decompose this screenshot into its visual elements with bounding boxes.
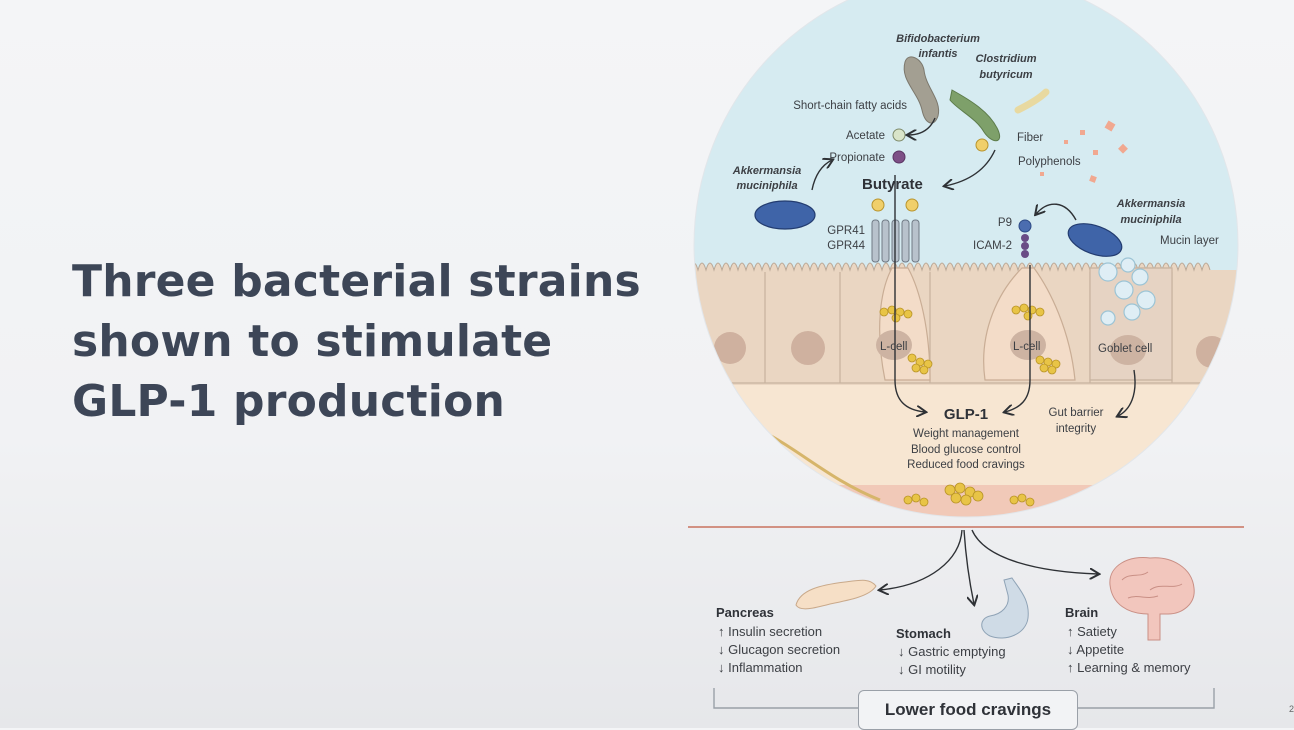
bifidobacterium-shape: [903, 56, 940, 124]
title-line-2: shown to stimulate: [72, 316, 553, 367]
cell-nuclei: [714, 331, 1228, 368]
glp1-label: GLP-1: [944, 406, 988, 423]
gpr41-label: GPR41: [827, 225, 865, 237]
bifido-label-line1: Bifidobacterium: [896, 33, 980, 45]
brain-icon: [1109, 556, 1195, 641]
brain-effect-2: ↓ Appetite: [1067, 642, 1125, 657]
butyrate-molecule: [975, 138, 989, 152]
acetate-label: Acetate: [846, 130, 885, 142]
outcome-box: Lower food cravings: [858, 690, 1078, 730]
clostridium-label-line2: butyricum: [979, 69, 1032, 81]
l-cell-right-nucleus: [1010, 330, 1046, 360]
akkermansia-right-line1: Akkermansia: [1116, 198, 1186, 210]
title-line-3: GLP-1 production: [72, 376, 506, 427]
akkermansia-right-shape: [1067, 223, 1123, 257]
page-number: 2: [1288, 704, 1294, 714]
gut-barrier-line1: Gut barrier: [1049, 407, 1104, 419]
clostridium-label-line1: Clostridium: [975, 53, 1036, 65]
mucin-label: Mucin layer: [1160, 235, 1219, 247]
brain-title: Brain: [1065, 605, 1099, 620]
akkermansia-left-line2: muciniphila: [736, 180, 797, 192]
l-cell-right-label: L-cell: [1013, 341, 1040, 353]
outcome-bracket: [713, 688, 1215, 709]
mucin-bubbles: [1098, 257, 1156, 326]
glp1-effect-1: Weight management: [913, 428, 1020, 440]
brain-effect-3: ↑ Learning & memory: [1067, 660, 1191, 675]
pancreas-effect-3: ↓ Inflammation: [718, 660, 803, 675]
gut-barrier-line2: integrity: [1056, 423, 1097, 435]
glp1-effect-2: Blood glucose control: [911, 444, 1021, 456]
goblet-nucleus: [1110, 335, 1146, 365]
propionate-molecule: [892, 150, 906, 164]
l-cell-left-label: L-cell: [880, 341, 907, 353]
stomach-effect-2: ↓ GI motility: [898, 662, 966, 677]
bifido-label-line2: infantis: [918, 48, 957, 60]
butyrate-ligand-2: [905, 198, 919, 212]
akkermansia-left-shape: [754, 200, 816, 230]
pancreas-icon: [795, 579, 877, 610]
acetate-molecule: [892, 128, 906, 142]
stomach-title: Stomach: [896, 626, 951, 641]
akkermansia-left-line1: Akkermansia: [732, 165, 802, 177]
polyphenol-shapes: [1040, 120, 1128, 183]
glp1-effect-3: Reduced food cravings: [907, 459, 1025, 471]
pancreas-effect-2: ↓ Glucagon secretion: [718, 642, 841, 657]
pancreas-title: Pancreas: [716, 605, 774, 620]
brain-effect-1: ↑ Satiety: [1067, 624, 1117, 639]
butyrate-ligand-1: [871, 198, 885, 212]
fiber-shape: [1014, 88, 1050, 114]
title-line-1: Three bacterial strains: [72, 256, 641, 307]
gpr-receptor: [871, 219, 920, 263]
pathway-arrows: [811, 117, 1136, 604]
l-cell-left-nucleus: [876, 330, 912, 360]
circle-border: [693, 0, 1239, 518]
polyphenols-label: Polyphenols: [1018, 156, 1081, 168]
gpr44-label: GPR44: [827, 240, 865, 252]
butyrate-label: Butyrate: [862, 176, 923, 193]
icam2-label: ICAM-2: [973, 240, 1012, 252]
stomach-icon: [981, 577, 1029, 639]
pancreas-effect-1: ↑ Insulin secretion: [718, 624, 823, 639]
p9-icam2-receptor: [1018, 219, 1032, 258]
slide-title: Three bacterial strains shown to stimula…: [72, 252, 641, 432]
goblet-cell-label: Goblet cell: [1098, 343, 1152, 355]
stomach-effect-1: ↓ Gastric emptying: [898, 644, 1006, 659]
p9-label: P9: [998, 217, 1012, 229]
akkermansia-right-line2: muciniphila: [1120, 214, 1181, 226]
propionate-label: Propionate: [829, 152, 885, 164]
scfa-label: Short-chain fatty acids: [793, 100, 907, 112]
clostridium-shape: [949, 89, 1000, 142]
glp1-granules: [879, 303, 1061, 507]
fiber-label: Fiber: [1017, 132, 1043, 144]
